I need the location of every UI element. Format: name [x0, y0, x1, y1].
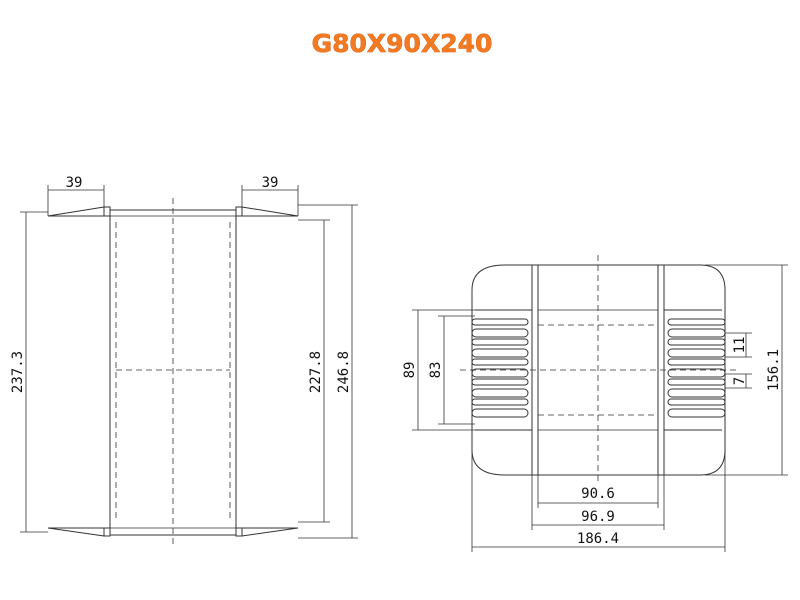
dim-mid-width: 96.9 [581, 509, 615, 525]
dim-inner-width: 90.6 [581, 486, 615, 502]
dim-left-height: 237.3 [10, 351, 26, 393]
side-view: 89 83 11 7 156.1 90.6 96.9 18 [402, 255, 788, 552]
dim-total-width: 186.4 [577, 531, 619, 547]
dim-left-outer: 89 [402, 362, 418, 379]
dim-left-inner: 83 [428, 362, 444, 379]
front-view: 39 39 237.3 227.8 246.8 [10, 175, 358, 548]
dim-slot-pitch: 11 [732, 337, 748, 354]
side-fins-left [471, 318, 529, 418]
dim-slot-width: 7 [732, 377, 748, 385]
front-tab-bottom-right [235, 527, 299, 537]
drawing-title: G80X90X240 [312, 29, 493, 58]
side-fins-right [667, 318, 726, 418]
dim-total-height: 156.1 [766, 349, 782, 391]
dim-inner-height: 227.8 [308, 351, 324, 393]
dim-top-right: 39 [262, 175, 279, 191]
dim-outer-height: 246.8 [336, 351, 352, 393]
side-flange-outline [471, 264, 726, 476]
front-tab-top-left [47, 206, 111, 217]
front-tab-top-right [235, 206, 299, 217]
dim-top-left: 39 [66, 175, 83, 191]
front-tab-bottom-left [47, 527, 111, 537]
